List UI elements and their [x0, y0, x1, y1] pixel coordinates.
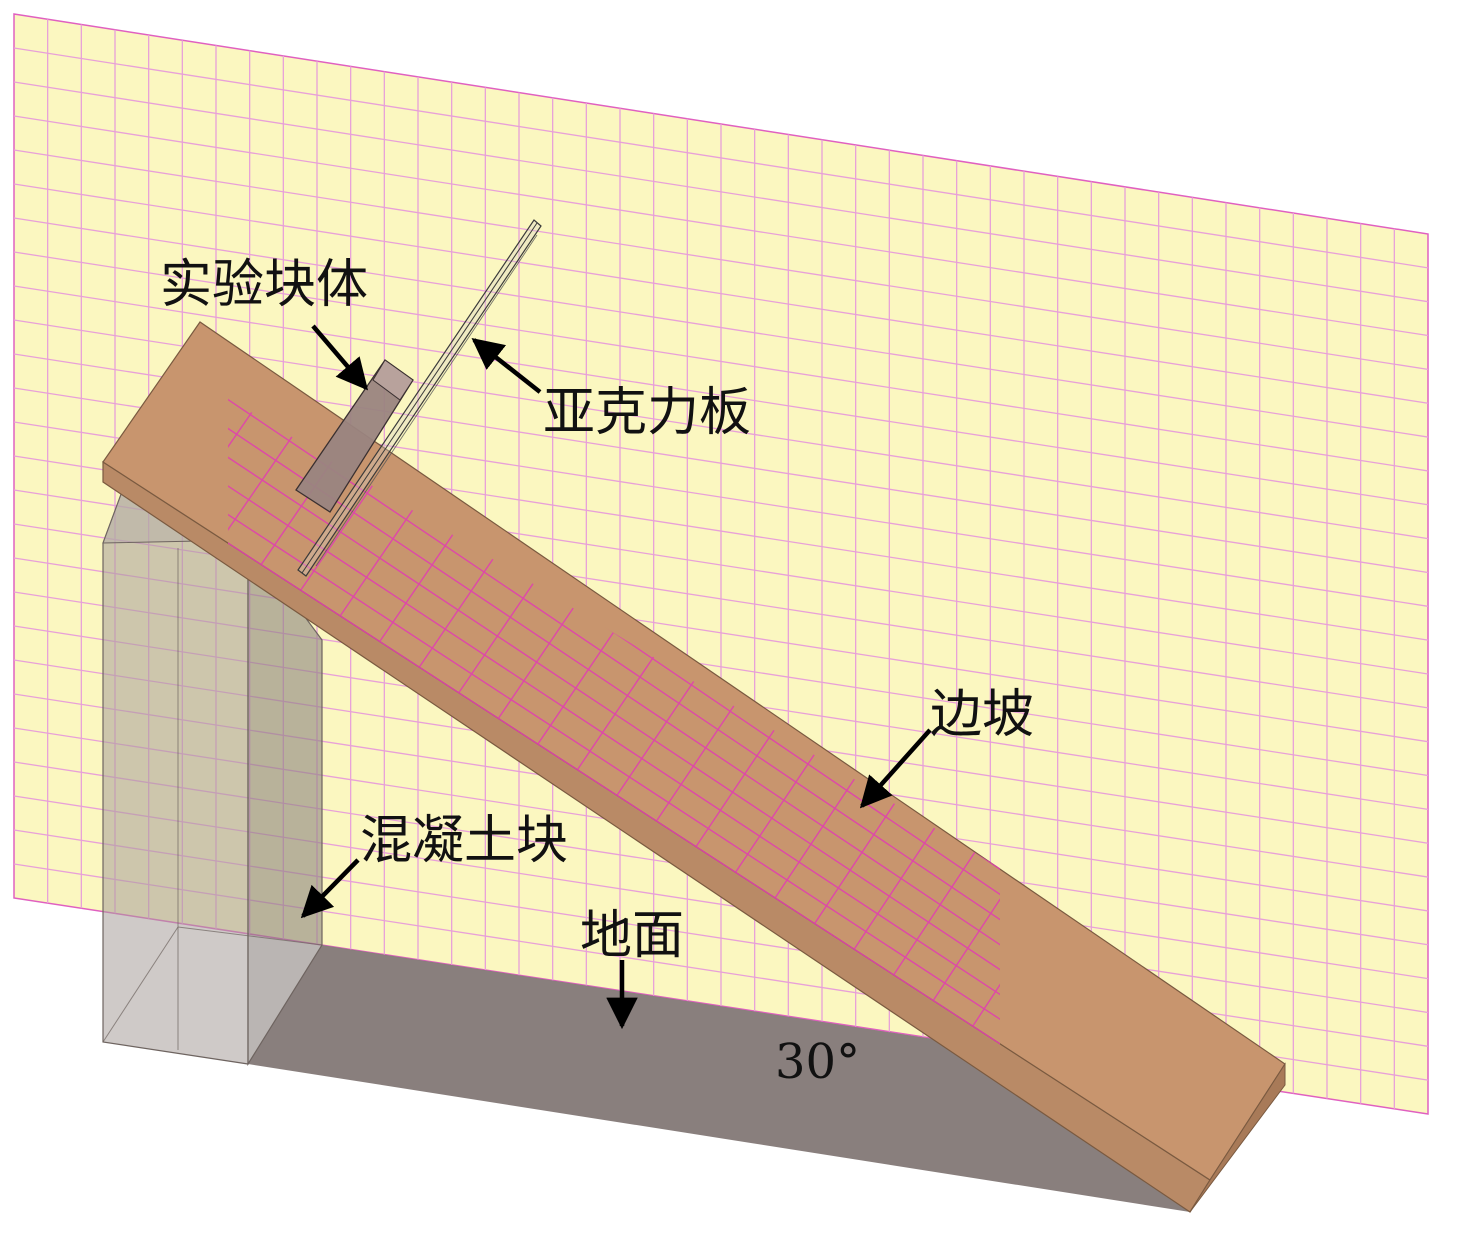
slope-grid-line — [576, 639, 666, 771]
panel-grid-line — [13, 217, 1429, 438]
slope-grid-line — [228, 421, 1000, 1050]
test-block-label: 实验块体 — [160, 255, 368, 315]
slope-grid-line — [616, 666, 705, 796]
slope-grid-line — [814, 798, 899, 924]
concrete-block-label: 混凝土块 — [360, 811, 568, 871]
slope-grid-line — [774, 772, 860, 899]
slope-slab — [102, 321, 1286, 1213]
panel-grid-line — [13, 81, 1429, 303]
slope-grid-line — [537, 613, 627, 745]
acrylic-plate-label: 亚克力板 — [543, 383, 751, 443]
slope-label: 边坡 — [930, 685, 1034, 745]
concrete-block-arrow — [300, 858, 360, 919]
slope-grid-line — [734, 745, 821, 873]
concrete-block — [102, 469, 323, 1067]
panel-grid-line — [13, 183, 1429, 404]
slope-grid-line — [228, 398, 1000, 1050]
slope-grid-line — [228, 398, 1000, 1050]
ground-surface — [248, 945, 1190, 1212]
acrylic-plate — [297, 219, 542, 577]
panel-grid-line — [13, 115, 1429, 337]
slope-grid-line — [497, 586, 589, 719]
slope-grid-line — [655, 692, 744, 822]
slope-end-face — [1189, 1062, 1286, 1213]
panel-grid-line — [13, 285, 1429, 506]
annotation-arrows — [300, 324, 932, 1030]
panel-grid-line — [13, 149, 1429, 371]
test-block-arrow — [311, 324, 369, 391]
angle-label: 30° — [775, 1034, 860, 1090]
slope-grid-line — [893, 851, 976, 976]
slope-arrow — [859, 728, 932, 809]
slope-grid-line — [972, 904, 1000, 1027]
slope-grid-line — [695, 719, 782, 848]
test-block — [295, 359, 414, 513]
slope-grid-line — [228, 401, 1000, 1050]
panel-grid-line — [13, 251, 1429, 472]
slope-grid-line — [228, 441, 1000, 1050]
slope-grid-line — [853, 825, 937, 950]
ground-label: 地面 — [580, 906, 684, 966]
acrylic-plate-arrow — [471, 338, 542, 394]
panel-grid-line — [13, 47, 1429, 269]
slope-grid-line — [932, 878, 1000, 1001]
slope-grid-line — [228, 461, 1000, 1050]
